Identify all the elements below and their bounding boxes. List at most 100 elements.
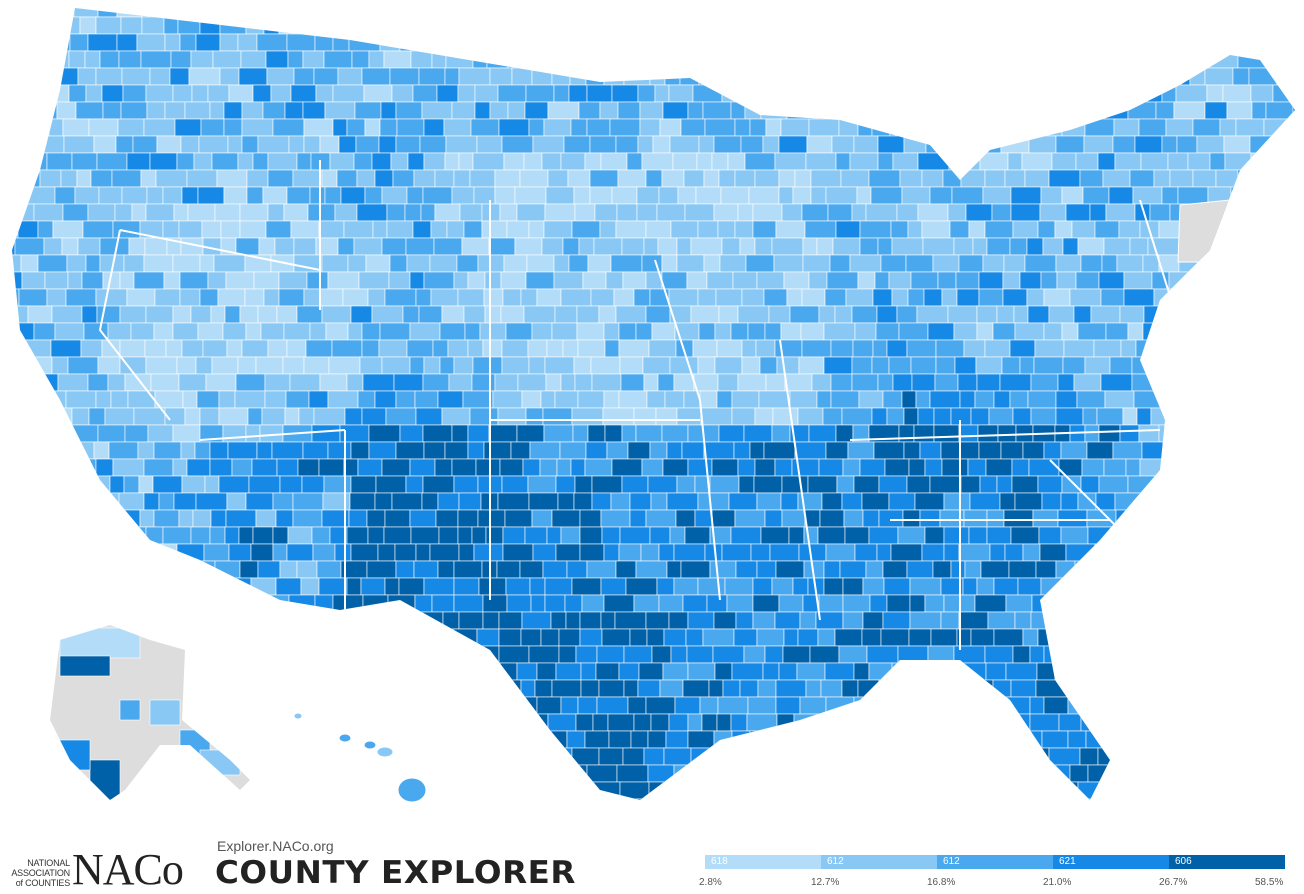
county[interactable] [126, 594, 149, 613]
county[interactable] [93, 475, 111, 494]
county[interactable] [676, 407, 702, 426]
county[interactable] [901, 696, 918, 715]
county[interactable] [1110, 33, 1126, 52]
county[interactable] [1257, 33, 1275, 52]
county[interactable] [0, 288, 20, 307]
county[interactable] [501, 475, 529, 494]
county[interactable] [714, 356, 743, 375]
county[interactable] [931, 713, 959, 732]
county[interactable] [849, 816, 864, 830]
county[interactable] [408, 713, 426, 732]
county[interactable] [600, 611, 616, 630]
county[interactable] [423, 33, 441, 52]
county[interactable] [659, 118, 682, 137]
county[interactable] [1103, 577, 1119, 596]
county[interactable] [643, 816, 660, 830]
county[interactable] [494, 186, 516, 205]
county[interactable] [953, 237, 974, 256]
county[interactable] [687, 101, 704, 120]
county[interactable] [54, 186, 76, 205]
county[interactable] [482, 339, 503, 358]
county[interactable] [508, 696, 538, 715]
county[interactable] [670, 220, 699, 239]
county[interactable] [138, 475, 154, 494]
county[interactable] [891, 288, 909, 307]
county[interactable] [1017, 577, 1042, 596]
county[interactable] [1163, 492, 1181, 511]
county[interactable] [823, 577, 844, 596]
county[interactable] [720, 747, 736, 766]
county[interactable] [303, 118, 334, 137]
county[interactable] [457, 288, 485, 307]
county[interactable] [798, 543, 827, 562]
county[interactable] [832, 237, 861, 256]
county[interactable] [1151, 764, 1168, 783]
county[interactable] [453, 560, 483, 579]
county[interactable] [1033, 356, 1064, 375]
county[interactable] [704, 118, 736, 137]
county[interactable] [1296, 0, 1304, 17]
county[interactable] [450, 696, 467, 715]
county[interactable] [18, 16, 35, 35]
county[interactable] [17, 203, 35, 222]
county[interactable] [97, 356, 121, 375]
county[interactable] [649, 67, 666, 86]
county[interactable] [1234, 526, 1252, 545]
county[interactable] [756, 628, 785, 647]
county[interactable] [145, 781, 168, 800]
county[interactable] [872, 288, 893, 307]
county[interactable] [147, 594, 170, 613]
county[interactable] [1149, 33, 1176, 52]
county[interactable] [745, 50, 771, 69]
county[interactable] [1192, 118, 1221, 137]
county[interactable] [1014, 611, 1032, 630]
county[interactable] [567, 169, 591, 188]
county[interactable] [133, 407, 166, 426]
county[interactable] [994, 764, 1022, 783]
county[interactable] [1288, 33, 1304, 52]
county[interactable] [445, 50, 474, 69]
county[interactable] [857, 118, 873, 137]
county[interactable] [1014, 101, 1036, 120]
county[interactable] [763, 441, 796, 460]
county[interactable] [1069, 288, 1102, 307]
county[interactable] [858, 390, 884, 409]
county[interactable] [671, 781, 692, 800]
county[interactable] [439, 322, 466, 341]
county[interactable] [861, 492, 890, 511]
county[interactable] [569, 67, 587, 86]
county[interactable] [1106, 16, 1130, 35]
county[interactable] [481, 220, 508, 239]
county[interactable] [1185, 322, 1210, 341]
county[interactable] [598, 747, 624, 766]
county[interactable] [739, 679, 759, 698]
county[interactable] [1207, 662, 1229, 681]
county[interactable] [718, 424, 745, 443]
county[interactable] [1237, 577, 1261, 596]
county[interactable] [327, 390, 359, 409]
county[interactable] [1167, 611, 1197, 630]
county[interactable] [615, 305, 647, 324]
county[interactable] [1293, 356, 1304, 375]
county[interactable] [309, 611, 330, 630]
county[interactable] [1173, 101, 1206, 120]
county[interactable] [95, 390, 112, 409]
county[interactable] [563, 16, 588, 35]
county[interactable] [338, 679, 356, 698]
county[interactable] [1253, 509, 1284, 528]
county[interactable] [555, 475, 576, 494]
county[interactable] [346, 373, 364, 392]
county[interactable] [1177, 662, 1209, 681]
county[interactable] [54, 322, 85, 341]
county[interactable] [778, 169, 796, 188]
county[interactable] [51, 16, 81, 35]
county[interactable] [697, 288, 717, 307]
county[interactable] [293, 67, 315, 86]
county[interactable] [290, 84, 317, 103]
county[interactable] [1254, 543, 1283, 562]
county[interactable] [1020, 764, 1040, 783]
county[interactable] [661, 271, 688, 290]
county[interactable] [514, 33, 531, 52]
county[interactable] [1127, 101, 1157, 120]
county[interactable] [939, 67, 965, 86]
